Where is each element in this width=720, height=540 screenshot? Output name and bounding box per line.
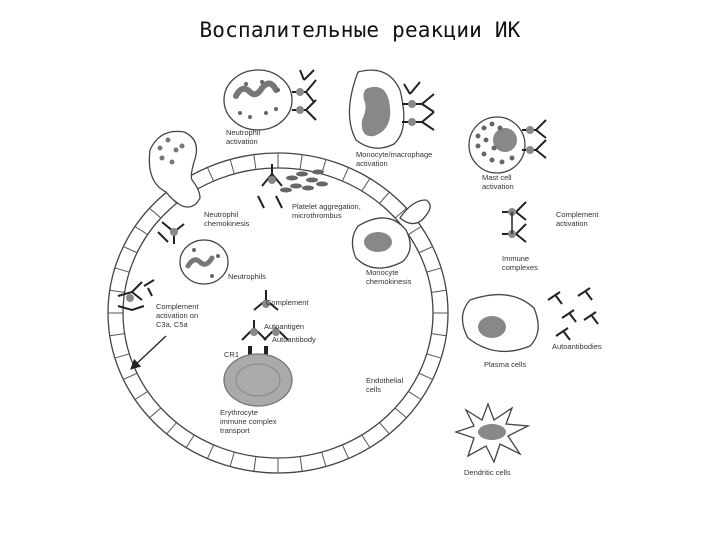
- label-complement: Complement: [266, 298, 309, 307]
- endothelial-border: [206, 444, 215, 459]
- endothelial-border: [408, 390, 422, 400]
- endothelial-border: [253, 456, 257, 472]
- endothelial-border: [379, 422, 390, 435]
- endothelial-border: [361, 434, 371, 448]
- endothelial-border: [408, 226, 422, 236]
- endothelial-border: [431, 333, 447, 337]
- endothelial-border: [431, 289, 447, 293]
- antibody-pair-neutrophil: [292, 69, 317, 121]
- endothelial-border: [109, 333, 125, 337]
- erythrocyte-cell: [223, 353, 293, 407]
- endothelial-border: [114, 267, 130, 273]
- label-mast-cell-activation: Mast cell activation: [482, 173, 514, 191]
- endothelial-border: [418, 372, 433, 380]
- endothelial-border: [379, 191, 390, 204]
- endothelial-border: [229, 159, 235, 175]
- page-title: Воспалительные реакции ИК: [199, 18, 521, 42]
- label-neutrophil-activation: Neutrophil activation: [226, 128, 261, 146]
- endothelial-border: [134, 226, 148, 236]
- c3a-c5a-arrow: [130, 335, 167, 370]
- endothelial-border: [166, 422, 177, 435]
- neutrophil-chemokinesis-cell: [148, 130, 201, 208]
- plasma-cell: [461, 294, 539, 352]
- label-monocyte-chemokinesis: Monocyte chemokinesis: [366, 268, 412, 286]
- endothelial-border: [123, 246, 138, 254]
- label-dendritic-cells: Dendritic cells: [464, 468, 511, 477]
- endothelial-border: [341, 167, 350, 182]
- endothelial-border: [426, 267, 442, 273]
- label-autoantibody: Autoantibody: [272, 335, 316, 344]
- endothelial-border: [134, 390, 148, 400]
- label-complement-activation-right: Complement activation: [556, 210, 599, 228]
- endothelial-border: [114, 353, 130, 359]
- endothelial-border: [418, 246, 433, 254]
- monocyte-macrophage-cell: [348, 69, 405, 149]
- label-erythrocyte: Erythrocyte immune complex transport: [220, 408, 277, 435]
- endothelial-border: [206, 167, 215, 182]
- endothelial-border: [299, 154, 303, 170]
- autoantibodies-icon: [547, 287, 599, 341]
- complement-activation-left-icon: [117, 279, 155, 312]
- endothelial-border: [321, 451, 327, 467]
- label-monocyte-macrophage-activation: Monocyte/macrophage activation: [356, 150, 433, 168]
- platelet-aggregation: [280, 169, 328, 193]
- endothelial-border: [229, 451, 235, 467]
- antibody-cluster-top: [257, 164, 283, 209]
- neutrophils-inside-cell: [179, 239, 229, 285]
- endothelial-border: [341, 444, 350, 459]
- label-autoantibodies: Autoantibodies: [552, 342, 602, 351]
- endothelial-border: [394, 207, 407, 219]
- endothelial-border: [123, 372, 138, 380]
- immune-complex-erythrocyte-stack: [241, 290, 289, 358]
- endothelial-border: [109, 289, 125, 293]
- complement-activation-right-icon: [502, 201, 527, 243]
- endothelial-border: [149, 207, 162, 219]
- antibody-pair-chemokinesis: [157, 221, 185, 244]
- mast-cell: [468, 116, 526, 174]
- neutrophil-activation-cell: [223, 69, 293, 131]
- monocyte-chemokinesis-cell: [351, 199, 431, 269]
- vessel-wall: [107, 152, 449, 474]
- label-neutrophil-chemokinesis: Neutrophil chemokinesis: [204, 210, 250, 228]
- label-endothelial-cells: Endothelial cells: [366, 376, 404, 394]
- endothelial-border: [394, 407, 407, 419]
- endothelial-border: [299, 456, 303, 472]
- label-cr1: CR1: [224, 350, 240, 359]
- endothelial-border: [253, 154, 257, 170]
- endothelial-border: [185, 434, 195, 448]
- label-complement-activation-left: Complement activation on C3a, C5a: [156, 302, 199, 329]
- label-platelet-aggregation: Platelet aggregation, microthrombus: [292, 202, 361, 220]
- dendritic-cell: [453, 402, 531, 464]
- endothelial-border: [149, 407, 162, 419]
- label-autoantigen: Autoantigen: [264, 322, 305, 331]
- label-neutrophils: Neutrophils: [228, 272, 266, 281]
- label-plasma-cells: Plasma cells: [484, 360, 527, 369]
- endothelial-border: [426, 353, 442, 359]
- antibody-pair-mast: [522, 119, 547, 159]
- antibody-pair-monocyte: [402, 81, 435, 131]
- endothelial-border: [361, 178, 371, 192]
- label-immune-complexes: Immune complexes: [502, 254, 538, 272]
